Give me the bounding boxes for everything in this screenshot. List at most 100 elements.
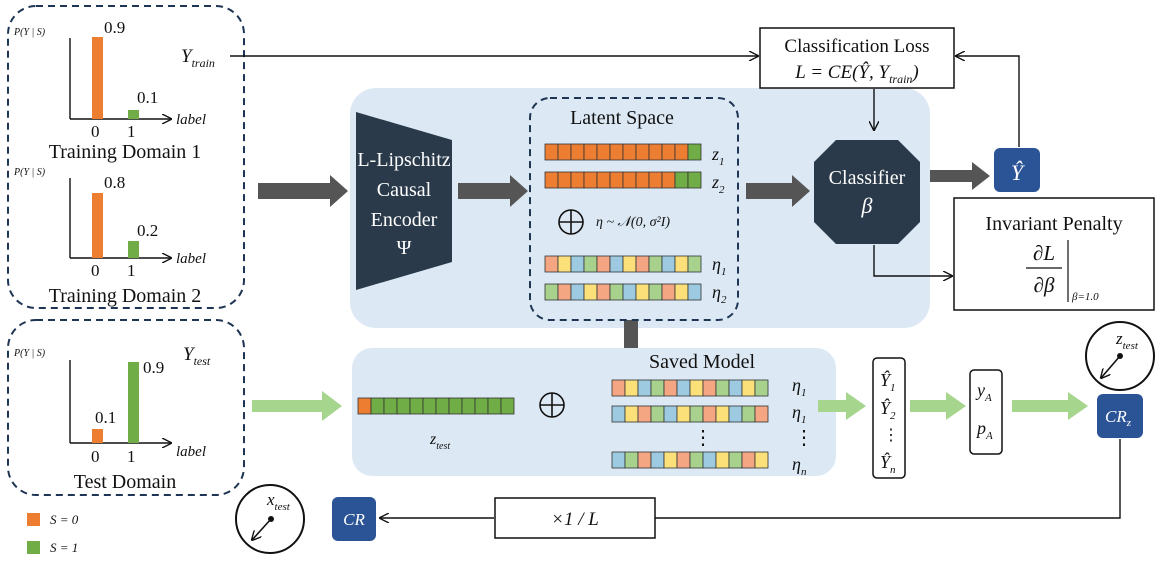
saved-eta2-cell	[728, 405, 743, 423]
classifier-to-penalty-arrow	[873, 245, 952, 276]
eta1-cell	[661, 255, 676, 273]
z2-cell	[687, 171, 702, 189]
encoder-shape	[356, 112, 452, 290]
saved-eta1-cell	[676, 379, 691, 397]
radius-arrow	[252, 518, 272, 540]
loss-formula: L = CE(Ŷ, Ytrain)	[794, 61, 918, 86]
z-test-vector	[357, 397, 515, 415]
y-a-label: yA	[975, 380, 992, 404]
y-axis-label: P(Y | S)	[13, 167, 46, 178]
z1-cell	[557, 143, 572, 161]
saved-etan-cell	[650, 451, 665, 469]
encoder-symbol: Ψ	[397, 237, 412, 259]
pred-y1: Ŷ1	[880, 369, 896, 394]
eta1-cell	[596, 255, 611, 273]
eta2-cell	[583, 283, 598, 301]
latent-space-frame	[529, 97, 739, 321]
scale-label: ×1 / L	[551, 509, 599, 530]
saved-eta1-cell	[637, 379, 652, 397]
saved-etan-label: ηn	[792, 454, 807, 478]
x-test-ball: xtest	[235, 484, 305, 554]
tick-0: 0	[91, 447, 100, 466]
saved-etan-vector	[611, 451, 769, 469]
saved-eta2-cell	[637, 405, 652, 423]
eta2-cell	[648, 283, 663, 301]
encoder-to-latent-arrow	[458, 175, 528, 207]
saved-etan-cell	[637, 451, 652, 469]
saved-eta2-cell	[624, 405, 639, 423]
bar-s0	[92, 429, 103, 443]
saved-eta1-cell	[741, 379, 756, 397]
loss-title: Classification Loss	[784, 36, 929, 57]
stats-box	[969, 369, 1003, 455]
classifier-symbol: β	[861, 193, 873, 218]
y-axis-label: P(Y | S)	[13, 27, 46, 38]
tick-1: 1	[127, 261, 136, 280]
invariant-penalty-box	[953, 197, 1155, 311]
saved-etan-cell	[754, 451, 769, 469]
eta2-cell	[635, 283, 650, 301]
eta2-cell	[570, 283, 585, 301]
noise-formula: η ~ 𝒩(0, σ²I)	[596, 215, 670, 230]
z2-cell	[661, 171, 676, 189]
saved-etan-cell	[715, 451, 730, 469]
z1-cell	[648, 143, 663, 161]
saved-etan-cell	[702, 451, 717, 469]
z-test-cell	[500, 397, 515, 415]
eta2-cell	[596, 283, 611, 301]
pred-yn: Ŷn	[880, 451, 896, 476]
predictions-to-stats-arrow	[910, 392, 966, 420]
pred-y2: Ŷ2	[880, 397, 896, 422]
latent-to-classifier-arrow	[746, 175, 810, 207]
bar-s0	[92, 193, 103, 258]
eta1-cell	[609, 255, 624, 273]
saved-etan-cell	[624, 451, 639, 469]
saved-eta1-cell	[715, 379, 730, 397]
saved-eta1-cell	[702, 379, 717, 397]
saved-etan-cell	[676, 451, 691, 469]
penalty-numerator: ∂L	[1033, 241, 1055, 265]
bar-s0	[92, 37, 103, 119]
saved-etan-cell	[663, 451, 678, 469]
z1-cell	[583, 143, 598, 161]
y-axis-label: P(Y | S)	[13, 348, 46, 359]
test-domain-chart: P(Y | S) 0.1 0.9 0 1 label Test Domain	[13, 348, 206, 493]
z1-label: z1	[711, 144, 725, 168]
z2-label: z2	[711, 172, 725, 196]
z1-cell	[596, 143, 611, 161]
bar-s1	[128, 110, 139, 119]
z2-cell	[557, 171, 572, 189]
eta1-cell	[687, 255, 702, 273]
encoder-line-1: L-Lipschitz	[357, 149, 450, 171]
stats-to-crz-arrow	[1012, 392, 1088, 420]
y-test-label: Ytest	[183, 344, 211, 368]
radius-arrow	[1101, 355, 1121, 378]
z-test-cell	[474, 397, 489, 415]
z2-cell	[583, 171, 598, 189]
penalty-eval: β=1.0	[1071, 291, 1099, 303]
saved-eta2-cell	[702, 405, 717, 423]
tick-0: 0	[91, 261, 100, 280]
z1-cell	[687, 143, 702, 161]
eta1-cell	[674, 255, 689, 273]
saved-eta2-cell	[689, 405, 704, 423]
saved-eta2-cell	[650, 405, 665, 423]
eta2-cell	[622, 283, 637, 301]
classifier-shape	[814, 140, 920, 244]
z-test-cell	[370, 397, 385, 415]
tick-1: 1	[127, 447, 136, 466]
penalty-denominator: ∂β	[1034, 273, 1055, 297]
saved-model-title: Saved Model	[649, 351, 756, 373]
training-domain-1-title: Training Domain 1	[49, 141, 202, 163]
eta1-cell	[648, 255, 663, 273]
z1-cell	[661, 143, 676, 161]
z-test-cell	[461, 397, 476, 415]
training-domain-2-title: Training Domain 2	[49, 285, 202, 307]
classification-loss-box	[759, 27, 955, 89]
bar-s0-value: 0.1	[95, 408, 116, 427]
bar-s1	[128, 241, 139, 258]
saved-eta1-label: η1	[792, 375, 806, 399]
center-dot	[268, 516, 274, 522]
predictions-box	[872, 357, 906, 479]
saved-eta1-cell	[611, 379, 626, 397]
